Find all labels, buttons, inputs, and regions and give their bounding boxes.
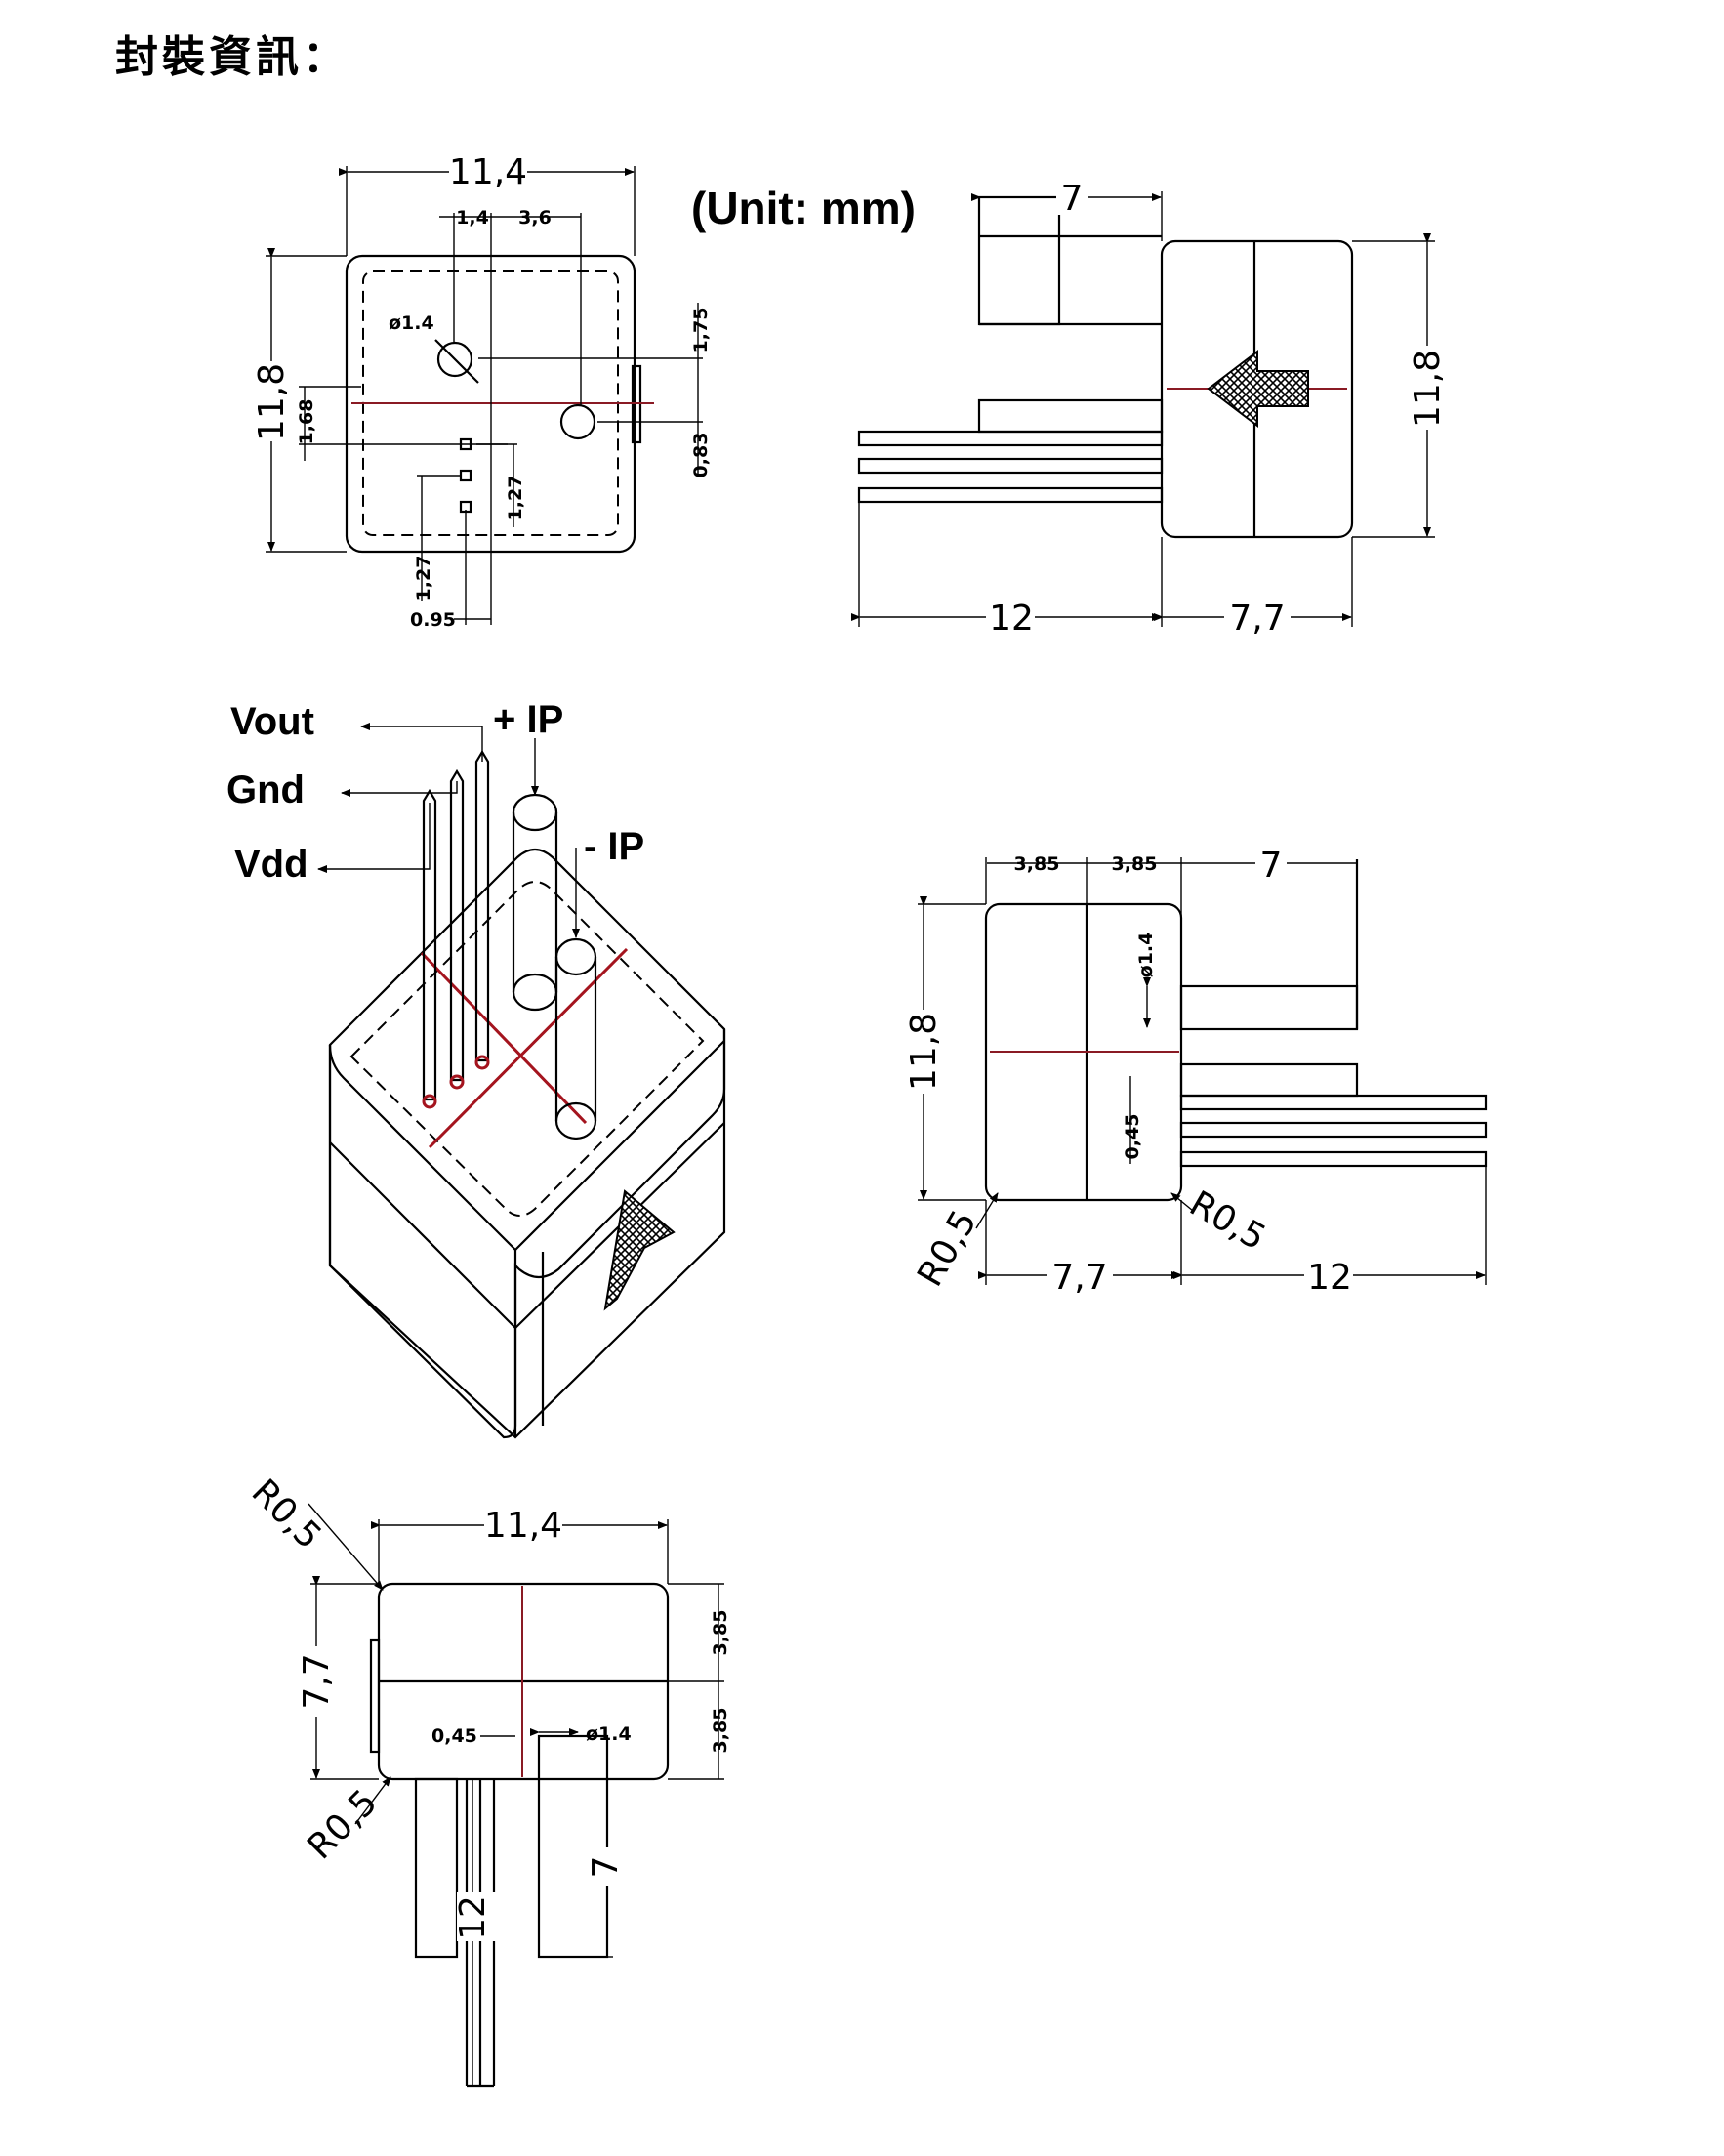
dim-top-height: 11,8 (252, 363, 292, 441)
dim-bottom-height: 7,7 (297, 1653, 337, 1709)
dim-bottom-half-a: 3,85 (710, 1610, 731, 1656)
iso-ip-minus-tube (554, 957, 597, 1121)
dim-bottom-half-b: 3,85 (710, 1708, 731, 1754)
dim-bottom-lead7: 7 (586, 1856, 626, 1879)
top-pin-2 (459, 469, 472, 482)
dim-mid-half-a: 3,85 (1014, 853, 1060, 875)
top-hole-ip-minus (559, 403, 596, 440)
side-right-lead-1 (857, 430, 1164, 447)
bottom-view: R0,5 11,4 7,7 3,85 3,85 0,45 ø1.4 R0,5 (244, 1472, 731, 2088)
iso-ip-plus-tube (512, 812, 558, 992)
side-mid-lead-mid (1179, 1062, 1359, 1098)
iso-top-inner-outline (349, 881, 705, 1217)
side-right-lead-2 (857, 457, 1164, 475)
iso-view: Vout Gnd Vdd + IP - IP (226, 698, 726, 1439)
dim-bottom-pin045: 0,45 (431, 1725, 477, 1747)
side-mid-lead-upper (1179, 984, 1359, 1031)
dim-side-right-height: 11,8 (1408, 350, 1448, 428)
side-right-body (1160, 239, 1354, 539)
dim-mid-lead12: 12 (1307, 1258, 1352, 1298)
side-mid-body (984, 902, 1183, 1202)
dim-off-083: 0,83 (690, 433, 712, 478)
side-right-lead-upper (977, 195, 1061, 326)
top-view: 11,4 1,4 3,6 ø1.4 11,8 1,68 1,75 0,83 1,… (252, 152, 712, 631)
dim-mid-lead7: 7 (1260, 846, 1283, 886)
current-direction-arrow-iso (603, 1189, 676, 1311)
side-mid-lead-3 (1179, 1150, 1488, 1168)
dim-pin-dx2: 3,6 (518, 207, 552, 228)
dim-mid-r-right: R0,5 (1183, 1183, 1273, 1259)
dim-off-175: 1,75 (690, 308, 712, 353)
dim-side-right-body77: 7,7 (1229, 599, 1285, 639)
dim-bottom-width: 11,4 (484, 1506, 562, 1546)
side-right-lead-mid (977, 398, 1164, 434)
side-view-mid: 3,85 3,85 7 11,8 ø1.4 0,45 R0,5 R0,5 7,7… (904, 846, 1488, 1298)
top-hole-ip (436, 341, 473, 378)
side-right-lead-3 (857, 486, 1164, 504)
side-mid-lead-2 (1179, 1121, 1488, 1139)
dim-pin-dx1: 1,4 (456, 207, 489, 228)
iso-pin-gnd (449, 768, 465, 1082)
bottom-lead-wide (537, 1734, 609, 1959)
label-vout: Vout (230, 700, 314, 743)
dim-mid-half-b: 3,85 (1112, 853, 1158, 875)
dim-bottom-dia: ø1.4 (586, 1723, 632, 1745)
dim-mid-r-left: R0,5 (910, 1204, 985, 1294)
dim-pin-095: 0.95 (410, 609, 456, 631)
label-ip-minus: - IP (584, 825, 644, 868)
dim-bottom-lead12: 12 (453, 1895, 493, 1940)
page-heading: 封裝資訊： (115, 32, 349, 82)
dim-side-right-lead7: 7 (1061, 179, 1084, 219)
iso-pin-vout (474, 749, 490, 1062)
label-vdd: Vdd (234, 843, 308, 886)
side-mid-lead-1 (1179, 1094, 1488, 1111)
dim-mid-body77: 7,7 (1051, 1258, 1107, 1298)
dim-bottom-r-top: R0,5 (244, 1472, 329, 1556)
bottom-lead-upper (414, 1777, 459, 1959)
dim-mid-dia: ø1.4 (1135, 933, 1157, 978)
side-view-right: 7 11,8 12 7,7 (851, 178, 1451, 639)
dim-pitch-b: 1,27 (413, 556, 434, 601)
label-gnd: Gnd (226, 768, 305, 811)
label-ip-plus: + IP (493, 698, 563, 741)
dim-top-width: 11,4 (449, 152, 527, 192)
dim-mid-height: 11,8 (904, 1013, 944, 1091)
dim-pitch-a: 1,27 (505, 476, 526, 521)
dim-hole-dia: ø1.4 (389, 312, 434, 334)
unit-label: (Unit: mm) (691, 183, 916, 233)
iso-body (328, 848, 726, 1439)
top-hole-leader (434, 339, 479, 384)
current-direction-arrow-right (1207, 349, 1309, 429)
bottom-side-tab (369, 1638, 381, 1754)
dim-bottom-r-bottom: R0,5 (300, 1782, 385, 1867)
dim-side-right-lead12: 12 (989, 599, 1034, 639)
dim-off-168: 1,68 (296, 399, 317, 445)
dim-mid-pin045: 0,45 (1122, 1114, 1143, 1160)
